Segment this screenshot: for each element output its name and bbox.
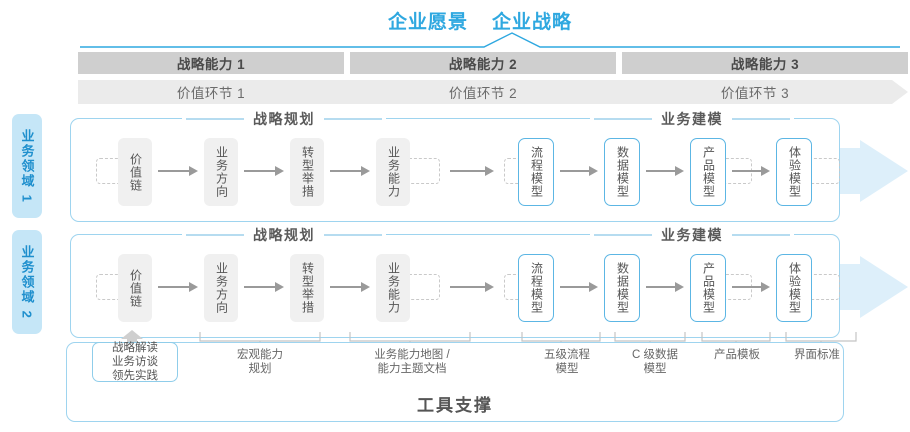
section-header-modeling-1: 业务建模 xyxy=(590,109,794,129)
arrow-2-6 xyxy=(646,282,684,292)
domain-tab-1[interactable]: 业务领域 1 xyxy=(12,114,42,218)
node-process-model-2[interactable]: 流程模型 xyxy=(518,254,554,322)
node-product-model-2[interactable]: 产品模型 xyxy=(690,254,726,322)
tool-label-product-template: 产品模板 xyxy=(714,349,760,361)
top-title-group: 企业愿景 企业战略 xyxy=(340,6,620,34)
vision-connector-line xyxy=(60,30,910,52)
section-title-planning-1: 战略规划 xyxy=(253,111,315,127)
arrow-2-3 xyxy=(330,282,370,292)
node-data-model-2[interactable]: 数据模型 xyxy=(604,254,640,322)
node-business-capability-2[interactable]: 业务能力 xyxy=(376,254,410,322)
tool-label-capability-map: 业务能力地图 / 能力主题文档 xyxy=(374,349,450,375)
capability-bar-1: 战略能力 1 xyxy=(78,52,344,74)
node-transformation-measures-2[interactable]: 转型举措 xyxy=(290,254,324,322)
tool-support-frame xyxy=(66,342,844,422)
arrow-1-3 xyxy=(330,166,370,176)
domain-row-1: 战略规划 业务建模 价值链 业务方向 转型举措 业务能力 流程模型 数据模型 产… xyxy=(70,109,910,222)
tool-chip-line-3: 领先实践 xyxy=(112,370,158,382)
arrow-1-4 xyxy=(450,166,494,176)
value-stage-label-2: 价值环节 2 xyxy=(350,80,616,104)
tool-label-c-level-data: C 级数据 模型 xyxy=(632,349,678,375)
arrow-1-2 xyxy=(244,166,284,176)
domain-tab-2[interactable]: 业务领域 2 xyxy=(12,230,42,334)
tool-chip-line-1: 战略解读 xyxy=(112,342,158,354)
section-header-planning-2: 战略规划 xyxy=(182,225,386,245)
section-header-modeling-2: 业务建模 xyxy=(590,225,794,245)
enterprise-vision-title: 企业愿景 xyxy=(387,11,468,33)
node-product-model-1[interactable]: 产品模型 xyxy=(690,138,726,206)
arrow-1-7 xyxy=(732,166,770,176)
node-transformation-measures-1[interactable]: 转型举措 xyxy=(290,138,324,206)
tool-chip-strategy-inputs[interactable]: 战略解读 业务访谈 领先实践 xyxy=(92,342,178,382)
tool-label-ui-standard: 界面标准 xyxy=(794,349,840,361)
capability-bar-3: 战略能力 3 xyxy=(622,52,908,74)
node-business-direction-2[interactable]: 业务方向 xyxy=(204,254,238,322)
tool-label-macro-capability: 宏观能力 规划 xyxy=(237,349,283,375)
node-business-capability-1[interactable]: 业务能力 xyxy=(376,138,410,206)
tool-label-five-level-process: 五级流程 模型 xyxy=(544,349,590,375)
arrow-1-6 xyxy=(646,166,684,176)
arrow-2-7 xyxy=(732,282,770,292)
node-business-direction-1[interactable]: 业务方向 xyxy=(204,138,238,206)
section-title-planning-2: 战略规划 xyxy=(253,227,315,243)
node-process-model-1[interactable]: 流程模型 xyxy=(518,138,554,206)
domain-row-2: 战略规划 业务建模 价值链 业务方向 转型举措 业务能力 流程模型 数据模型 产… xyxy=(70,225,910,338)
tool-chip-line-2: 业务访谈 xyxy=(112,356,158,368)
node-value-chain-1[interactable]: 价值链 xyxy=(118,138,152,206)
value-stage-label-1: 价值环节 1 xyxy=(78,80,344,104)
node-value-chain-2[interactable]: 价值链 xyxy=(118,254,152,322)
section-title-modeling-2: 业务建模 xyxy=(661,227,723,243)
section-header-planning-1: 战略规划 xyxy=(182,109,386,129)
tool-support-title: 工具支撑 xyxy=(417,396,493,415)
arrow-2-1 xyxy=(158,282,198,292)
capability-bar-2: 战略能力 2 xyxy=(350,52,616,74)
enterprise-strategy-title: 企业战略 xyxy=(492,11,573,33)
arrow-1-1 xyxy=(158,166,198,176)
node-experience-model-1[interactable]: 体验模型 xyxy=(776,138,812,206)
arrow-1-5 xyxy=(560,166,598,176)
arrow-2-2 xyxy=(244,282,284,292)
node-experience-model-2[interactable]: 体验模型 xyxy=(776,254,812,322)
arrow-2-4 xyxy=(450,282,494,292)
node-data-model-1[interactable]: 数据模型 xyxy=(604,138,640,206)
arrow-2-5 xyxy=(560,282,598,292)
value-stage-label-3: 价值环节 3 xyxy=(622,80,888,104)
section-title-modeling-1: 业务建模 xyxy=(661,111,723,127)
